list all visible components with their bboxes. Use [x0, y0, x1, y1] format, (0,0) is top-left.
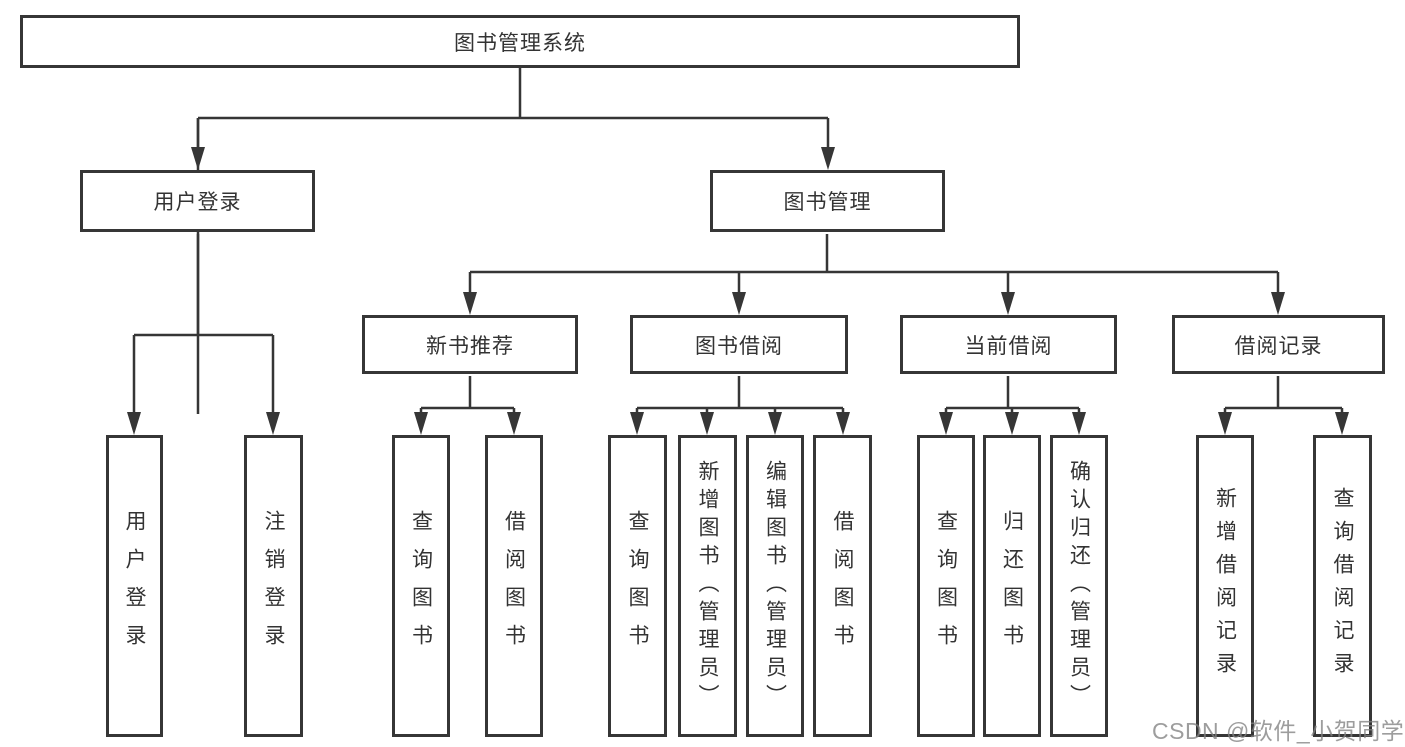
leaf-query-books-2: 查询图书	[608, 435, 667, 737]
node-root-system: 图书管理系统	[20, 15, 1020, 68]
connector-bookmgmt-to-level3	[463, 234, 1285, 315]
leaf-logout: 注销登录	[244, 435, 303, 737]
node-label: 编辑图书（管理员）	[763, 460, 787, 712]
node-label: 查询借阅记录	[1331, 487, 1354, 685]
node-label: 借阅记录	[1234, 334, 1323, 358]
connector-borrowrecord-to-leaves	[1218, 376, 1349, 435]
node-book-management: 图书管理	[710, 170, 945, 232]
leaf-query-books-1: 查询图书	[392, 435, 450, 737]
node-label: 借阅图书	[831, 510, 854, 662]
connector-root-to-level2	[191, 66, 835, 414]
leaf-borrow-books-2: 借阅图书	[813, 435, 872, 737]
csdn-watermark: CSDN @软件_小贺同学	[1152, 718, 1405, 744]
node-label: 新书推荐	[426, 334, 514, 358]
leaf-return-books: 归还图书	[983, 435, 1041, 737]
node-label: 查询图书	[934, 510, 958, 662]
node-current-borrowing: 当前借阅	[900, 315, 1117, 374]
leaf-user-login: 用户登录	[106, 435, 163, 737]
node-label: 图书管理	[783, 191, 872, 214]
node-label: 借阅图书	[502, 510, 526, 662]
leaf-query-books-3: 查询图书	[917, 435, 975, 737]
node-label: 归还图书	[1000, 510, 1024, 662]
leaf-add-books-admin: 新增图书（管理员）	[678, 435, 737, 737]
leaf-borrow-books-1: 借阅图书	[485, 435, 543, 737]
node-borrowing-records: 借阅记录	[1172, 315, 1385, 374]
node-user-login: 用户登录	[80, 170, 315, 232]
leaf-confirm-return-admin: 确认归还（管理员）	[1050, 435, 1108, 737]
node-label: 新增借阅记录	[1213, 487, 1237, 685]
node-label: 图书借阅	[695, 334, 783, 358]
node-label: 新增图书（管理员）	[696, 460, 719, 712]
node-label: 图书管理系统	[454, 31, 586, 55]
node-new-book-recommend: 新书推荐	[362, 315, 578, 374]
node-label: 用户登录	[123, 510, 146, 662]
connector-userlogin-to-leaves	[127, 234, 280, 435]
connector-newbook-to-leaves	[414, 376, 521, 435]
node-label: 确认归还（管理员）	[1067, 460, 1091, 712]
node-label: 查询图书	[409, 510, 433, 662]
node-label: 查询图书	[626, 510, 649, 662]
leaf-edit-books-admin: 编辑图书（管理员）	[746, 435, 804, 737]
connector-currentborrow-to-leaves	[939, 376, 1086, 435]
node-label: 用户登录	[153, 191, 242, 214]
node-label: 当前借阅	[964, 334, 1053, 358]
node-label: 注销登录	[262, 510, 285, 662]
leaf-add-borrow-record: 新增借阅记录	[1196, 435, 1254, 737]
leaf-query-borrow-record: 查询借阅记录	[1313, 435, 1372, 737]
node-book-borrowing: 图书借阅	[630, 315, 848, 374]
connector-bookborrow-to-leaves	[630, 376, 850, 435]
